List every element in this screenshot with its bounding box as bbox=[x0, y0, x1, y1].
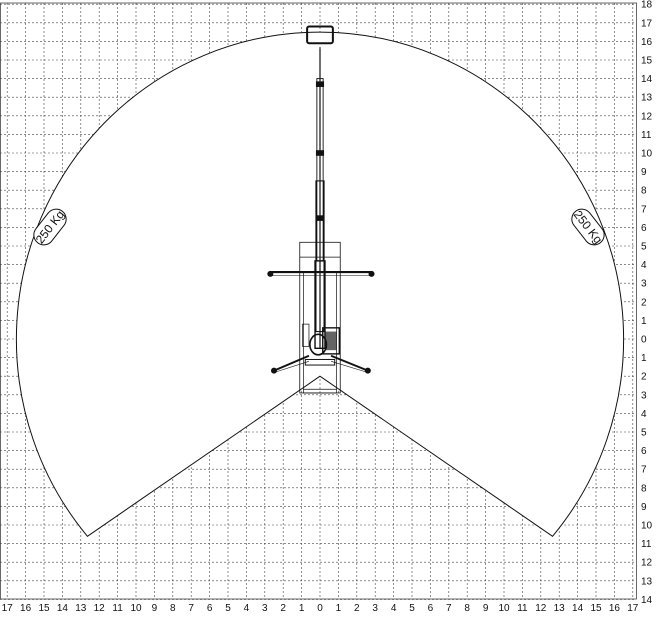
x-tick-label: 7 bbox=[188, 603, 194, 614]
y-tick-label: 17 bbox=[641, 18, 653, 29]
grid-border bbox=[0, 2, 637, 600]
y-tick-label: 15 bbox=[641, 56, 653, 67]
x-tick-label: 11 bbox=[517, 603, 528, 614]
x-tick-label: 2 bbox=[354, 603, 360, 614]
x-tick-label: 14 bbox=[57, 603, 69, 614]
rear-outrigger-arm bbox=[330, 354, 369, 372]
y-tick-label: 4 bbox=[641, 260, 647, 271]
y-tick-label: 11 bbox=[641, 130, 652, 141]
boom-collar bbox=[315, 150, 325, 156]
machine-silhouette bbox=[267, 25, 375, 394]
y-tick-label: 12 bbox=[641, 111, 653, 122]
outrigger-pad-front-left bbox=[267, 270, 274, 277]
y-tick-label: 11 bbox=[641, 539, 652, 550]
y-tick-label: 13 bbox=[641, 93, 653, 104]
y-tick-label: 3 bbox=[641, 279, 647, 290]
x-tick-label: 12 bbox=[94, 603, 106, 614]
load-label-badge bbox=[33, 208, 67, 246]
y-tick-label: 5 bbox=[641, 242, 647, 253]
x-tick-label: 9 bbox=[152, 603, 158, 614]
y-axis-tick-labels: 1817161514131211109876543210123456789101… bbox=[641, 0, 653, 606]
load-label-badge bbox=[571, 208, 605, 246]
x-tick-label: 15 bbox=[38, 603, 50, 614]
x-tick-label: 13 bbox=[75, 603, 87, 614]
x-tick-label: 4 bbox=[244, 603, 250, 614]
outrigger-pad-front-right bbox=[368, 270, 375, 277]
rear-outrigger-arm-edge bbox=[273, 361, 310, 373]
x-tick-label: 10 bbox=[498, 603, 510, 614]
y-tick-label: 8 bbox=[641, 186, 647, 197]
y-tick-label: 0 bbox=[641, 335, 647, 346]
outrigger-pad-rear-left bbox=[271, 367, 277, 374]
boom-collar bbox=[315, 215, 325, 221]
x-tick-label: 17 bbox=[627, 603, 639, 614]
y-tick-label: 1 bbox=[641, 316, 647, 327]
rear-outrigger-arm bbox=[273, 354, 310, 372]
x-tick-label: 1 bbox=[336, 603, 342, 614]
y-tick-label: 8 bbox=[641, 483, 647, 494]
x-tick-label: 12 bbox=[535, 603, 547, 614]
turret-cab bbox=[322, 327, 341, 355]
y-tick-label: 16 bbox=[641, 37, 653, 48]
x-tick-label: 14 bbox=[572, 603, 584, 614]
x-tick-label: 2 bbox=[280, 603, 286, 614]
platform-basket bbox=[306, 25, 334, 45]
x-tick-label: 9 bbox=[483, 603, 489, 614]
side-panel bbox=[302, 323, 310, 347]
turret-cab-fill bbox=[325, 331, 337, 351]
boom-collar bbox=[315, 81, 325, 87]
x-tick-label: 7 bbox=[446, 603, 452, 614]
x-tick-label: 1 bbox=[299, 603, 305, 614]
envelope-outline bbox=[15, 31, 625, 537]
x-tick-label: 5 bbox=[225, 603, 231, 614]
x-tick-label: 6 bbox=[207, 603, 213, 614]
x-tick-label: 8 bbox=[170, 603, 176, 614]
y-tick-label: 6 bbox=[641, 446, 647, 457]
y-tick-label: 1 bbox=[641, 353, 647, 364]
y-tick-label: 7 bbox=[641, 465, 647, 476]
x-tick-label: 10 bbox=[130, 603, 142, 614]
y-tick-label: 10 bbox=[641, 149, 653, 160]
rear-crossmember bbox=[304, 358, 336, 366]
x-tick-label: 13 bbox=[554, 603, 566, 614]
y-tick-label: 2 bbox=[641, 372, 647, 383]
y-tick-label: 12 bbox=[641, 558, 653, 569]
y-tick-label: 4 bbox=[641, 409, 647, 420]
y-tick-label: 2 bbox=[641, 297, 647, 308]
x-tick-label: 11 bbox=[112, 603, 123, 614]
y-tick-label: 5 bbox=[641, 428, 647, 439]
slew-ring bbox=[309, 333, 328, 356]
rear-outrigger-arm-edge bbox=[330, 361, 368, 373]
x-tick-label: 3 bbox=[372, 603, 378, 614]
y-tick-label: 13 bbox=[641, 576, 653, 587]
x-tick-label: 3 bbox=[262, 603, 268, 614]
outrigger-pad-rear-right bbox=[364, 367, 371, 374]
x-tick-label: 0 bbox=[317, 603, 323, 614]
y-tick-label: 10 bbox=[641, 521, 653, 532]
y-tick-label: 6 bbox=[641, 223, 647, 234]
x-tick-label: 16 bbox=[20, 603, 32, 614]
boom-section-base bbox=[314, 260, 326, 350]
y-tick-label: 9 bbox=[641, 502, 647, 513]
x-tick-label: 6 bbox=[428, 603, 434, 614]
y-tick-label: 18 bbox=[641, 0, 653, 11]
y-tick-label: 9 bbox=[641, 167, 647, 178]
x-tick-label: 15 bbox=[590, 603, 602, 614]
x-tick-label: 8 bbox=[464, 603, 470, 614]
x-tick-label: 5 bbox=[409, 603, 415, 614]
x-tick-label: 16 bbox=[609, 603, 621, 614]
x-tick-label: 4 bbox=[391, 603, 397, 614]
x-tick-label: 17 bbox=[2, 603, 14, 614]
y-tick-label: 14 bbox=[641, 74, 653, 85]
y-tick-label: 14 bbox=[641, 595, 653, 606]
boom-section-lower bbox=[315, 180, 325, 333]
y-tick-label: 7 bbox=[641, 204, 647, 215]
y-tick-label: 3 bbox=[641, 390, 647, 401]
